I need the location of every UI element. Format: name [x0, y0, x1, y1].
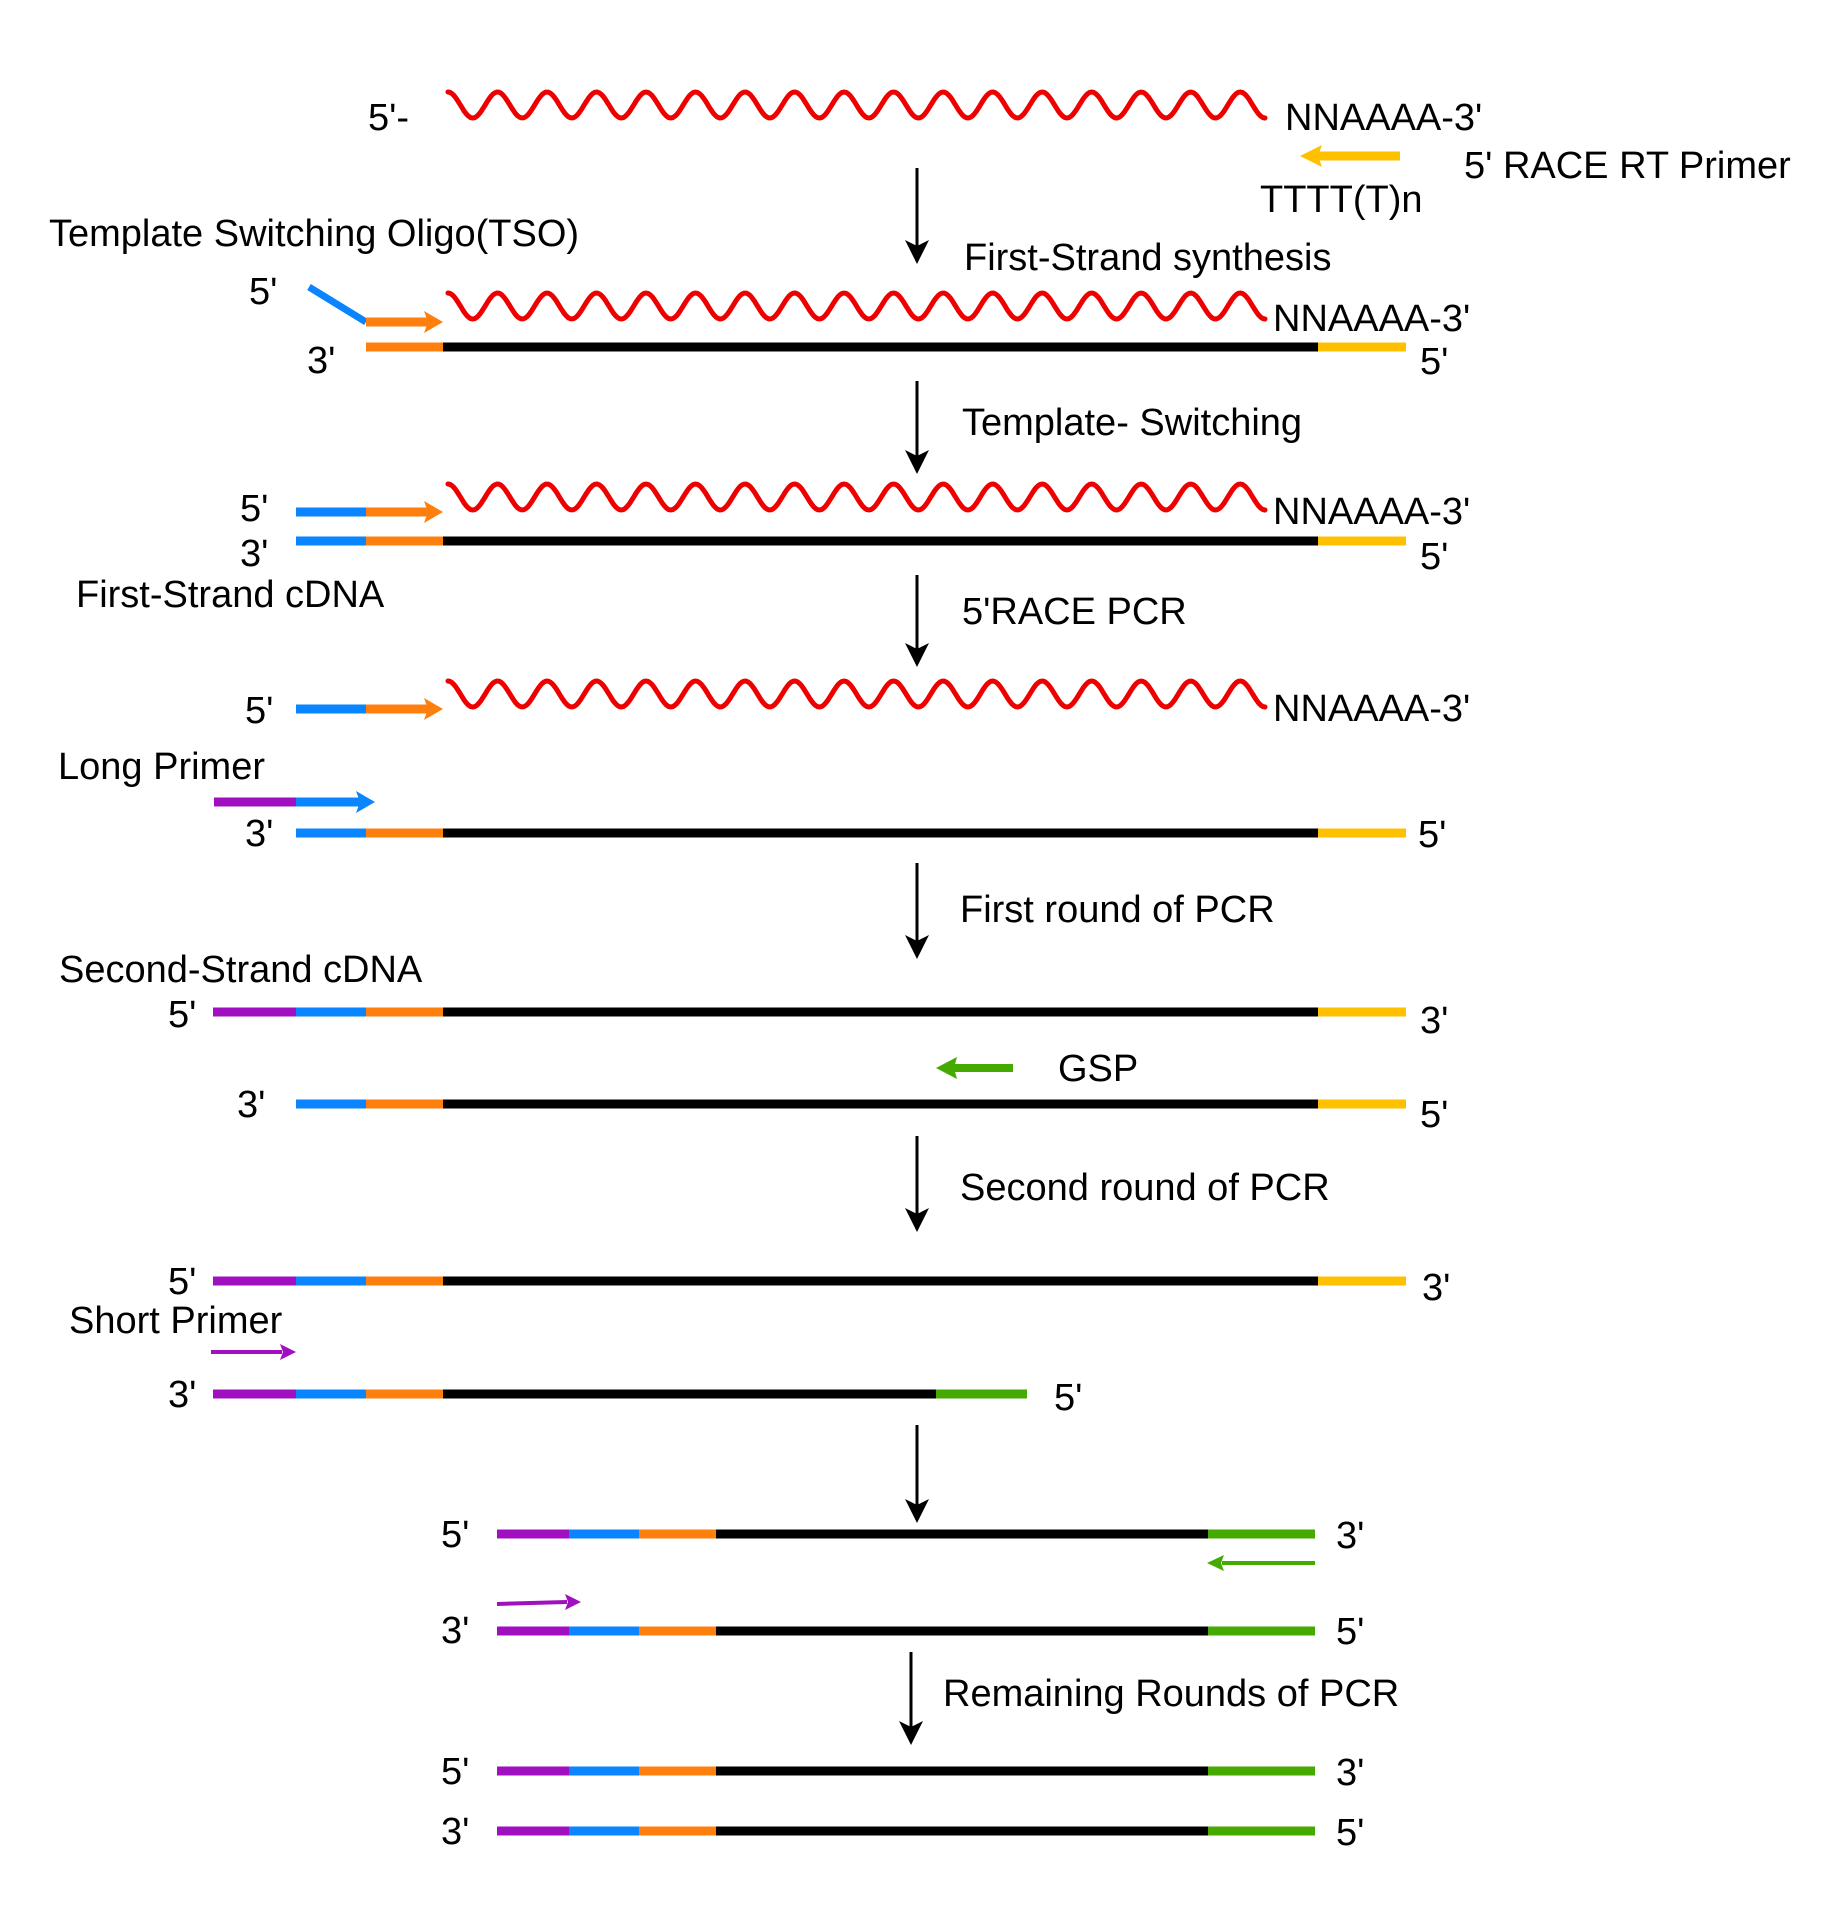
polya-label: NNAAAA-3' — [1285, 97, 1482, 139]
gsp-arrowhead — [936, 1057, 957, 1079]
three-prime-label: 3' — [1336, 1752, 1364, 1794]
polya-label: NNAAAA-3' — [1273, 688, 1470, 730]
five-prime-label: 5' — [245, 690, 273, 732]
mrna-wave — [445, 89, 1268, 121]
three-prime-label: 3' — [1336, 1515, 1364, 1557]
rt-primer-label: 5' RACE RT Primer — [1464, 145, 1791, 187]
rna-wave — [445, 481, 1268, 513]
second-round-row: 5' 3' Short Primer 3' 5' — [69, 1261, 1450, 1419]
five-prime-label: 5' — [249, 271, 277, 313]
polya-label: NNAAAA-3' — [1273, 491, 1470, 533]
gsp-arrowhead — [1207, 1555, 1224, 1571]
second-strand-row: Second-Strand cDNA 5' 3' GSP 3' 5' — [59, 949, 1448, 1136]
tso-adapter-diagonal — [307, 284, 368, 325]
five-prime-label: 5' — [1336, 1812, 1364, 1854]
gsp-label: GSP — [1058, 1048, 1138, 1090]
five-prime-label: 5' — [1054, 1377, 1082, 1419]
five-prime-label: 5' — [1336, 1611, 1364, 1653]
step-label-7: Remaining Rounds of PCR — [943, 1673, 1399, 1715]
amplification-row: 5' 3' 3' 5' — [441, 1514, 1364, 1653]
rna-wave — [445, 290, 1268, 322]
first-strand-cdna-label: First-Strand cDNA — [76, 574, 385, 616]
short-primer-label: Short Primer — [69, 1300, 283, 1342]
mrna-row: 5'- NNAAAA-3' 5' RACE RT Primer TTTT(T)n — [368, 89, 1791, 221]
tso-row: 5' NNAAAA-3' 3' 5' — [249, 271, 1470, 383]
three-prime-label: 3' — [441, 1811, 469, 1853]
step-label-2: Template- Switching — [962, 402, 1302, 444]
long-primer-arrowhead — [356, 791, 375, 813]
five-prime-label: 5' — [441, 1751, 469, 1793]
short-primer-arrow — [496, 1600, 568, 1606]
five-prime-label: 5' — [441, 1514, 469, 1556]
three-prime-label: 3' — [1420, 1000, 1448, 1042]
three-prime-label: 3' — [1422, 1267, 1450, 1309]
tso-arrowhead — [424, 311, 443, 333]
tso-arrowhead — [424, 698, 443, 720]
three-prime-label: 3' — [168, 1374, 196, 1416]
five-prime-label: 5' — [1420, 536, 1448, 578]
step-label-5: Second round of PCR — [960, 1167, 1330, 1209]
tso-label: Template Switching Oligo(TSO) — [49, 213, 579, 255]
five-prime-label: 5' — [1420, 1094, 1448, 1136]
step-label-1: First-Strand synthesis — [964, 237, 1331, 279]
final-product-row: 5' 3' 3' 5' — [441, 1751, 1364, 1854]
three-prime-label: 3' — [245, 813, 273, 855]
five-prime-label: 5' — [1418, 814, 1446, 856]
second-strand-cdna-label: Second-Strand cDNA — [59, 949, 423, 991]
step-label-4: First round of PCR — [960, 889, 1275, 931]
five-prime-label: 5' — [168, 1261, 196, 1303]
three-prime-label: 3' — [237, 1084, 265, 1126]
rt-primer-arrowhead — [1300, 145, 1322, 167]
template-switched-row: 5' NNAAAA-3' 3' 5' First-Strand cDNA — [76, 481, 1470, 616]
short-primer-arrowhead — [280, 1344, 296, 1360]
tso-arrowhead — [424, 501, 443, 523]
three-prime-label: 3' — [240, 533, 268, 575]
three-prime-label: 3' — [441, 1610, 469, 1652]
three-prime-label: 3' — [307, 340, 335, 382]
five-prime-label: 5'- — [368, 97, 409, 139]
rna-wave — [445, 678, 1268, 710]
race-pcr-row: 5' NNAAAA-3' Long Primer 3' 5' — [58, 678, 1470, 856]
short-primer-arrowhead — [565, 1594, 581, 1610]
five-prime-label: 5' — [240, 488, 268, 530]
oligo-dt-label: TTTT(T)n — [1260, 179, 1423, 221]
five-prime-label: 5' — [168, 994, 196, 1036]
long-primer-label: Long Primer — [58, 746, 265, 788]
five-prime-label: 5' — [1420, 341, 1448, 383]
step-label-3: 5'RACE PCR — [962, 591, 1187, 633]
polya-label: NNAAAA-3' — [1273, 298, 1470, 340]
